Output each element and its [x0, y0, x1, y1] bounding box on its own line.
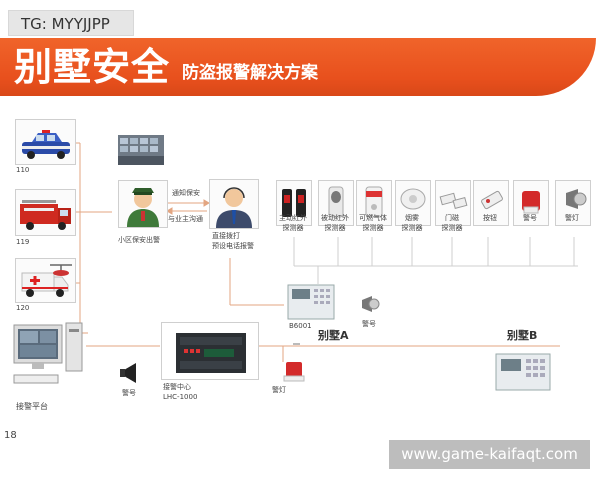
police-car-image	[15, 119, 76, 165]
url-watermark: www.game-kaifaqt.com	[389, 440, 590, 469]
gas-detector-image	[356, 180, 392, 226]
communicate-owner-label: 与业主沟通	[168, 215, 203, 223]
alarm-platform-image	[12, 321, 86, 397]
detector-label-5-line1: 门磁	[445, 214, 459, 222]
alarm-center-label-2: LHC-1000	[163, 393, 198, 401]
detector-label-5-line2: 探测器	[441, 224, 463, 232]
villa-b-label: 别墅B	[507, 329, 538, 342]
service-label-fire: 119	[16, 238, 30, 246]
panel-a-image	[286, 284, 346, 320]
detector-label-6-line1: 按钮	[483, 214, 497, 222]
service-label-police: 110	[16, 166, 30, 174]
warning-light-image	[555, 180, 591, 226]
page-title: 别墅安全	[14, 45, 171, 89]
security-guard-image	[118, 180, 168, 228]
center-warning-light-image	[282, 360, 306, 382]
operator-label-2: 预设电话报警	[212, 242, 254, 250]
page-number: 18	[4, 430, 17, 441]
center-siren-label: 警号	[122, 389, 136, 397]
detector-label-2-line1: 被动红外	[321, 214, 349, 222]
operator-label-1: 直接拨打	[212, 232, 240, 240]
panel-a-siren-label: 警号	[362, 320, 376, 328]
detector-label-3-line2: 探测器	[362, 224, 384, 232]
monitoring-room-image	[118, 135, 164, 165]
page-subtitle: 防盗报警解决方案	[182, 63, 318, 83]
alarm-platform-label: 接警平台	[16, 402, 48, 411]
service-label-ambulance: 120	[16, 304, 30, 312]
header-banner	[0, 38, 596, 96]
tg-watermark: TG: MYYJJPP	[8, 10, 134, 36]
detector-label-4-line1: 烟雾	[405, 214, 419, 222]
detector-label-8-line1: 警灯	[565, 214, 579, 222]
alarm-center-image	[161, 322, 259, 380]
panic-button-image	[473, 180, 509, 226]
center-siren-image	[118, 360, 148, 386]
smoke-detector-image	[395, 180, 431, 226]
ambulance-image	[15, 258, 76, 303]
siren-image	[513, 180, 549, 226]
notify-guard-label: 通知保安	[172, 189, 200, 197]
detector-label-3-line1: 可燃气体	[359, 214, 387, 222]
detector-label-1-line1: 主动红外	[279, 214, 307, 222]
guard-label: 小区保安出警	[118, 236, 160, 244]
detector-label-1-line2: 探测器	[282, 224, 304, 232]
detector-label-4-line2: 探测器	[401, 224, 423, 232]
villa-b-panel-image	[494, 352, 554, 392]
villa-a-label: 别墅A	[318, 329, 349, 342]
active-infrared-detector-image	[276, 180, 312, 226]
panel-a-siren-image	[358, 292, 384, 316]
center-light-label: 警灯	[272, 386, 286, 394]
door-magnet-detector-image	[435, 180, 471, 226]
alarm-center-label-1: 接警中心	[163, 383, 191, 391]
operator-image	[209, 179, 259, 229]
passive-infrared-detector-image	[318, 180, 354, 226]
detector-label-2-line2: 探测器	[324, 224, 346, 232]
fire-truck-image	[15, 189, 76, 236]
panel-a-model: B6001	[289, 322, 312, 330]
detector-label-7-line1: 警号	[523, 214, 537, 222]
